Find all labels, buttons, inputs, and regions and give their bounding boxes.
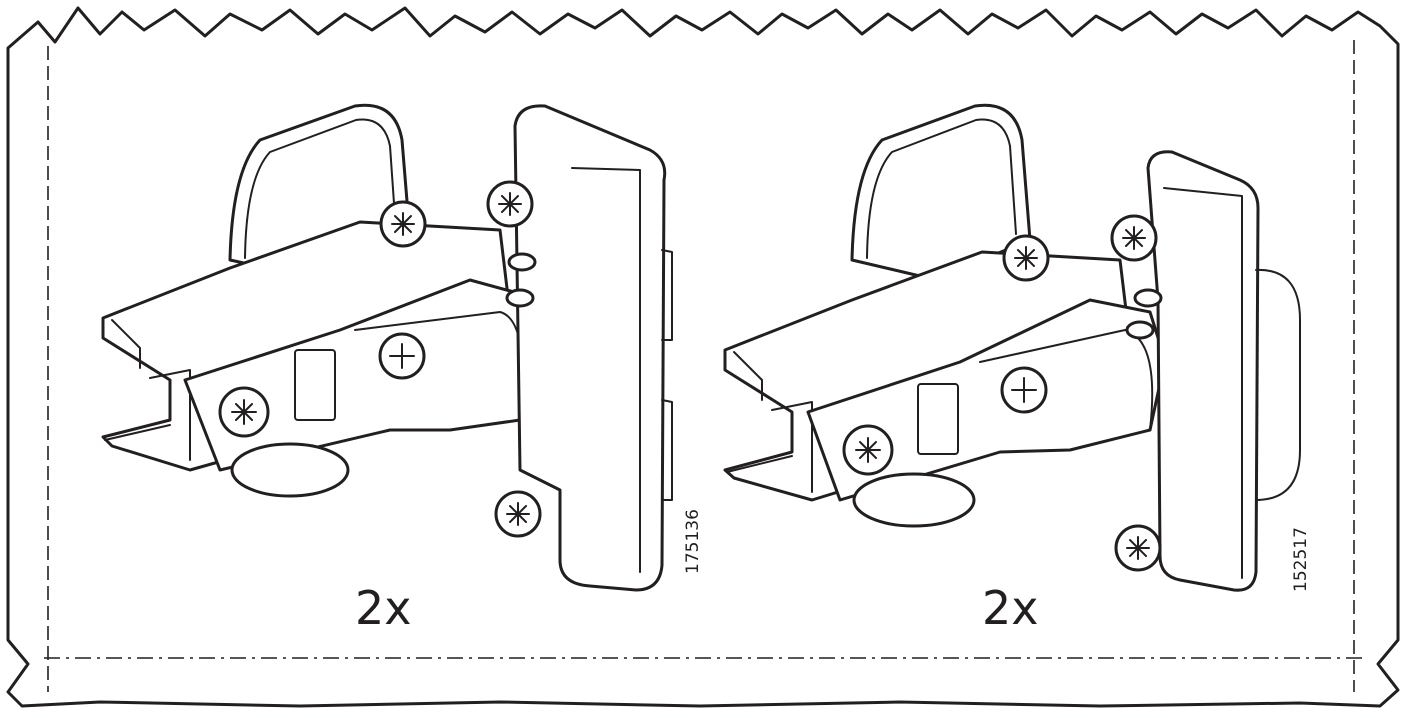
part-number-2: 152517 — [1291, 527, 1311, 592]
quantity-label-1: 2x — [355, 581, 412, 635]
hinge-drawing-2 — [723, 103, 1301, 592]
hinge-drawing-1 — [101, 103, 673, 592]
part-number-1: 175136 — [683, 509, 703, 574]
quantity-label-2: 2x — [982, 581, 1039, 635]
paper-sheet-outline — [6, 6, 1400, 708]
